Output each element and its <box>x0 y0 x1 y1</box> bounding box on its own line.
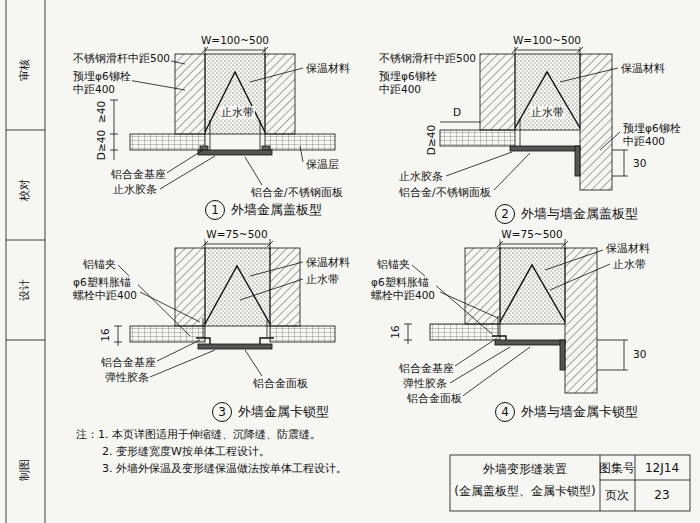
figure-number: 4 <box>495 402 515 422</box>
callout-label: 保温材料 <box>620 62 666 75</box>
callout-label: 保温层 <box>305 158 340 171</box>
callout-label: 设计 <box>18 278 31 302</box>
callout-label: 16 <box>99 327 112 342</box>
callout-label: 止水带 <box>220 106 255 119</box>
callout-label: 预埋φ6铆栓 中距400 <box>622 122 682 148</box>
title-block-cell: (金属盖板型、金属卡锁型) <box>453 484 596 499</box>
callout-label: 止水胶条 <box>398 170 444 183</box>
callout-label: 铝合金基座 <box>110 168 167 181</box>
callout-label: 铝合金基座 <box>398 362 455 375</box>
callout-label: 保温材料 <box>605 242 651 255</box>
callout-label: φ6塑料胀锚 螺栓中距400 <box>370 276 436 302</box>
callout-label: W=100~500 <box>512 34 582 47</box>
note-text: 注：1. 本页详图适用于伸缩缝、沉降缝、防震缝。 <box>75 428 322 442</box>
callout-label: 止水带 <box>612 258 647 271</box>
callout-label: 止水带 <box>305 273 340 286</box>
callout-label: 保温材料 <box>305 62 351 75</box>
title-block-cell: 23 <box>653 488 670 503</box>
callout-label: D≥40 <box>95 129 108 161</box>
callout-label: 铝合金/不锈钢面板 <box>398 186 492 199</box>
callout-label: 弹性胶条 <box>402 377 448 390</box>
figure-caption: 1 外墙金属盖板型 <box>205 200 322 220</box>
figure-number: 2 <box>495 204 515 224</box>
title-block-cell: 12J14 <box>644 461 680 476</box>
callout-label: 30 <box>632 157 647 170</box>
callout-label: 预埋φ6铆栓 中距400 <box>378 70 438 96</box>
figure-caption: 3 外墙金属卡锁型 <box>212 402 329 422</box>
callout-label: ≥40 <box>95 100 108 124</box>
figure-title: 外墙与墙金属盖板型 <box>521 205 638 223</box>
callout-label: 铝合金面板 <box>252 377 309 390</box>
callout-label: 预埋φ6铆栓 中距400 <box>72 70 132 96</box>
callout-label: 保温材料 <box>305 256 351 269</box>
callout-label: 16 <box>389 324 402 339</box>
callout-label: 不锈钢滑杆中距500 <box>72 52 171 65</box>
callout-label: 30 <box>632 348 647 361</box>
callout-label: 制图 <box>18 458 31 482</box>
figure-caption: 2 外墙与墙金属盖板型 <box>495 204 638 224</box>
callout-label: 校对 <box>18 178 31 202</box>
callout-label: 铝锚夹 <box>376 258 411 271</box>
title-block-cell: 图集号 <box>598 461 636 476</box>
figure-title: 外墙与墙金属卡锁型 <box>521 403 638 421</box>
callout-label: 铝合金基座 <box>100 356 157 369</box>
callout-label: 不锈钢滑杆中距500 <box>378 52 477 65</box>
callout-label: W=75~500 <box>500 228 563 241</box>
note-text: 3. 外墙外保温及变形缝保温做法按单体工程设计。 <box>101 462 348 476</box>
callout-label: 铝合金/不锈钢面板 <box>250 186 344 199</box>
callout-label: 审核 <box>18 58 31 82</box>
figure-caption: 4 外墙与墙金属卡锁型 <box>495 402 638 422</box>
callout-label: 止水带 <box>530 106 565 119</box>
title-block-cell: 页次 <box>604 488 630 503</box>
figure-number: 3 <box>212 402 232 422</box>
callout-label: D <box>452 106 462 119</box>
figure-title: 外墙金属卡锁型 <box>238 403 329 421</box>
title-block-cell: 外墙变形缝装置 <box>482 462 568 477</box>
callout-label: 止水胶条 <box>112 183 158 196</box>
callout-label: D≥40 <box>425 124 438 156</box>
note-text: 2. 变形缝宽度W按单体工程设计。 <box>101 445 271 459</box>
callout-label: 铝合金面板 <box>406 392 463 405</box>
figure-number: 1 <box>205 200 225 220</box>
callout-label: φ6塑料胀锚 螺栓中距400 <box>72 276 138 302</box>
callout-label: 铝锚夹 <box>82 258 117 271</box>
callout-label: 弹性胶条 <box>104 371 150 384</box>
callout-label: W=100~500 <box>200 34 270 47</box>
figure-title: 外墙金属盖板型 <box>231 201 322 219</box>
callout-label: W=75~500 <box>205 228 268 241</box>
